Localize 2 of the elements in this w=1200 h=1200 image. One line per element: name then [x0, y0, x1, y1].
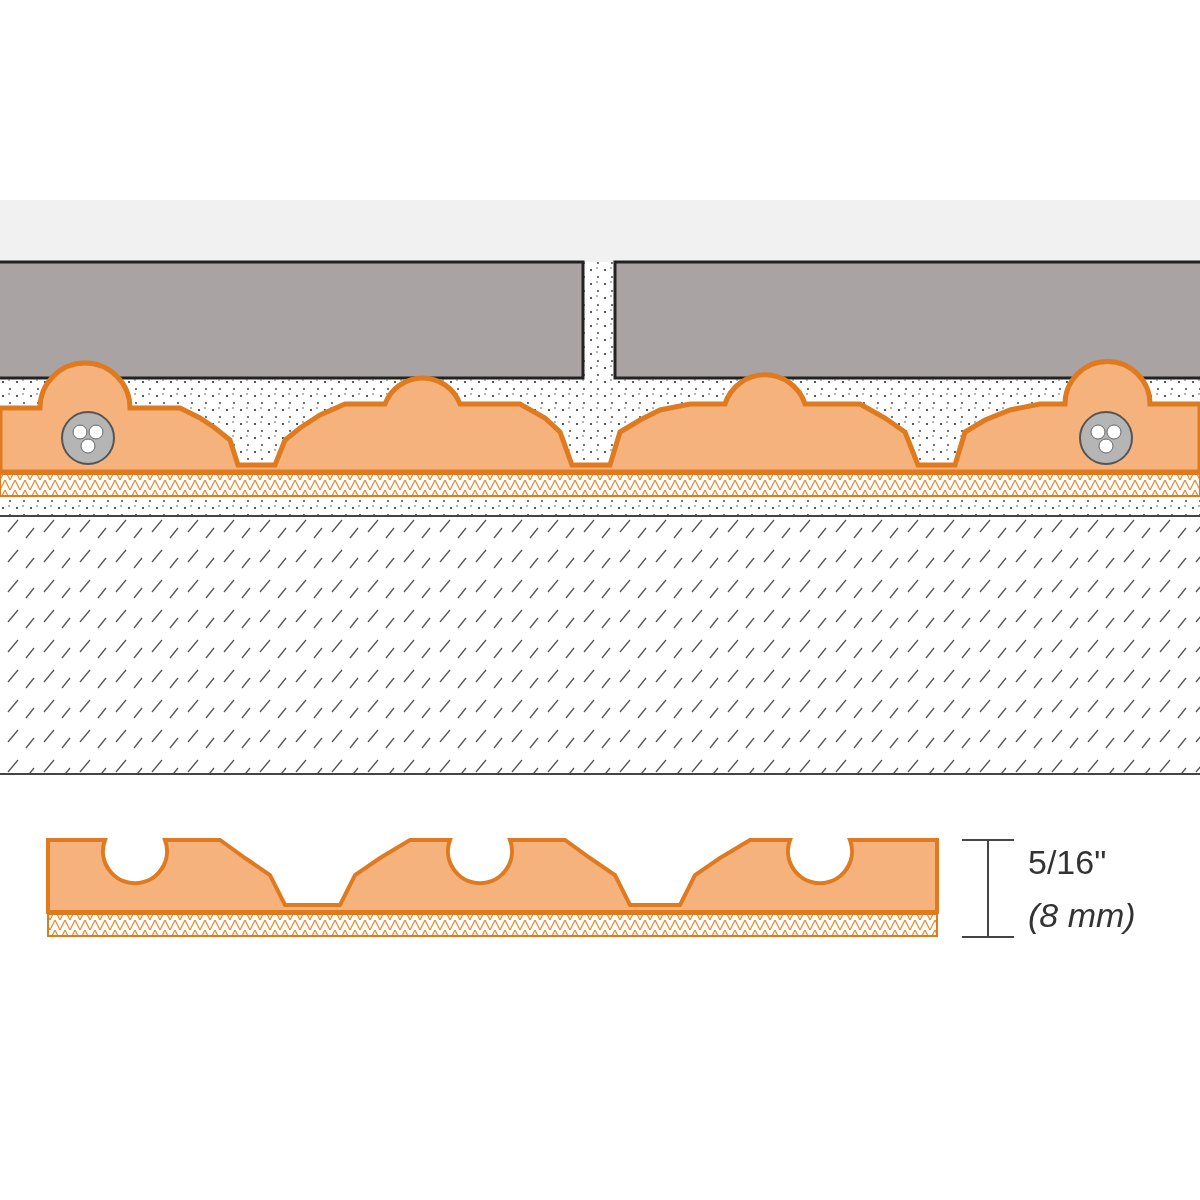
dimension-label: 5/16"	[1028, 843, 1107, 881]
dimension-label: (8 mm)	[1028, 896, 1136, 934]
